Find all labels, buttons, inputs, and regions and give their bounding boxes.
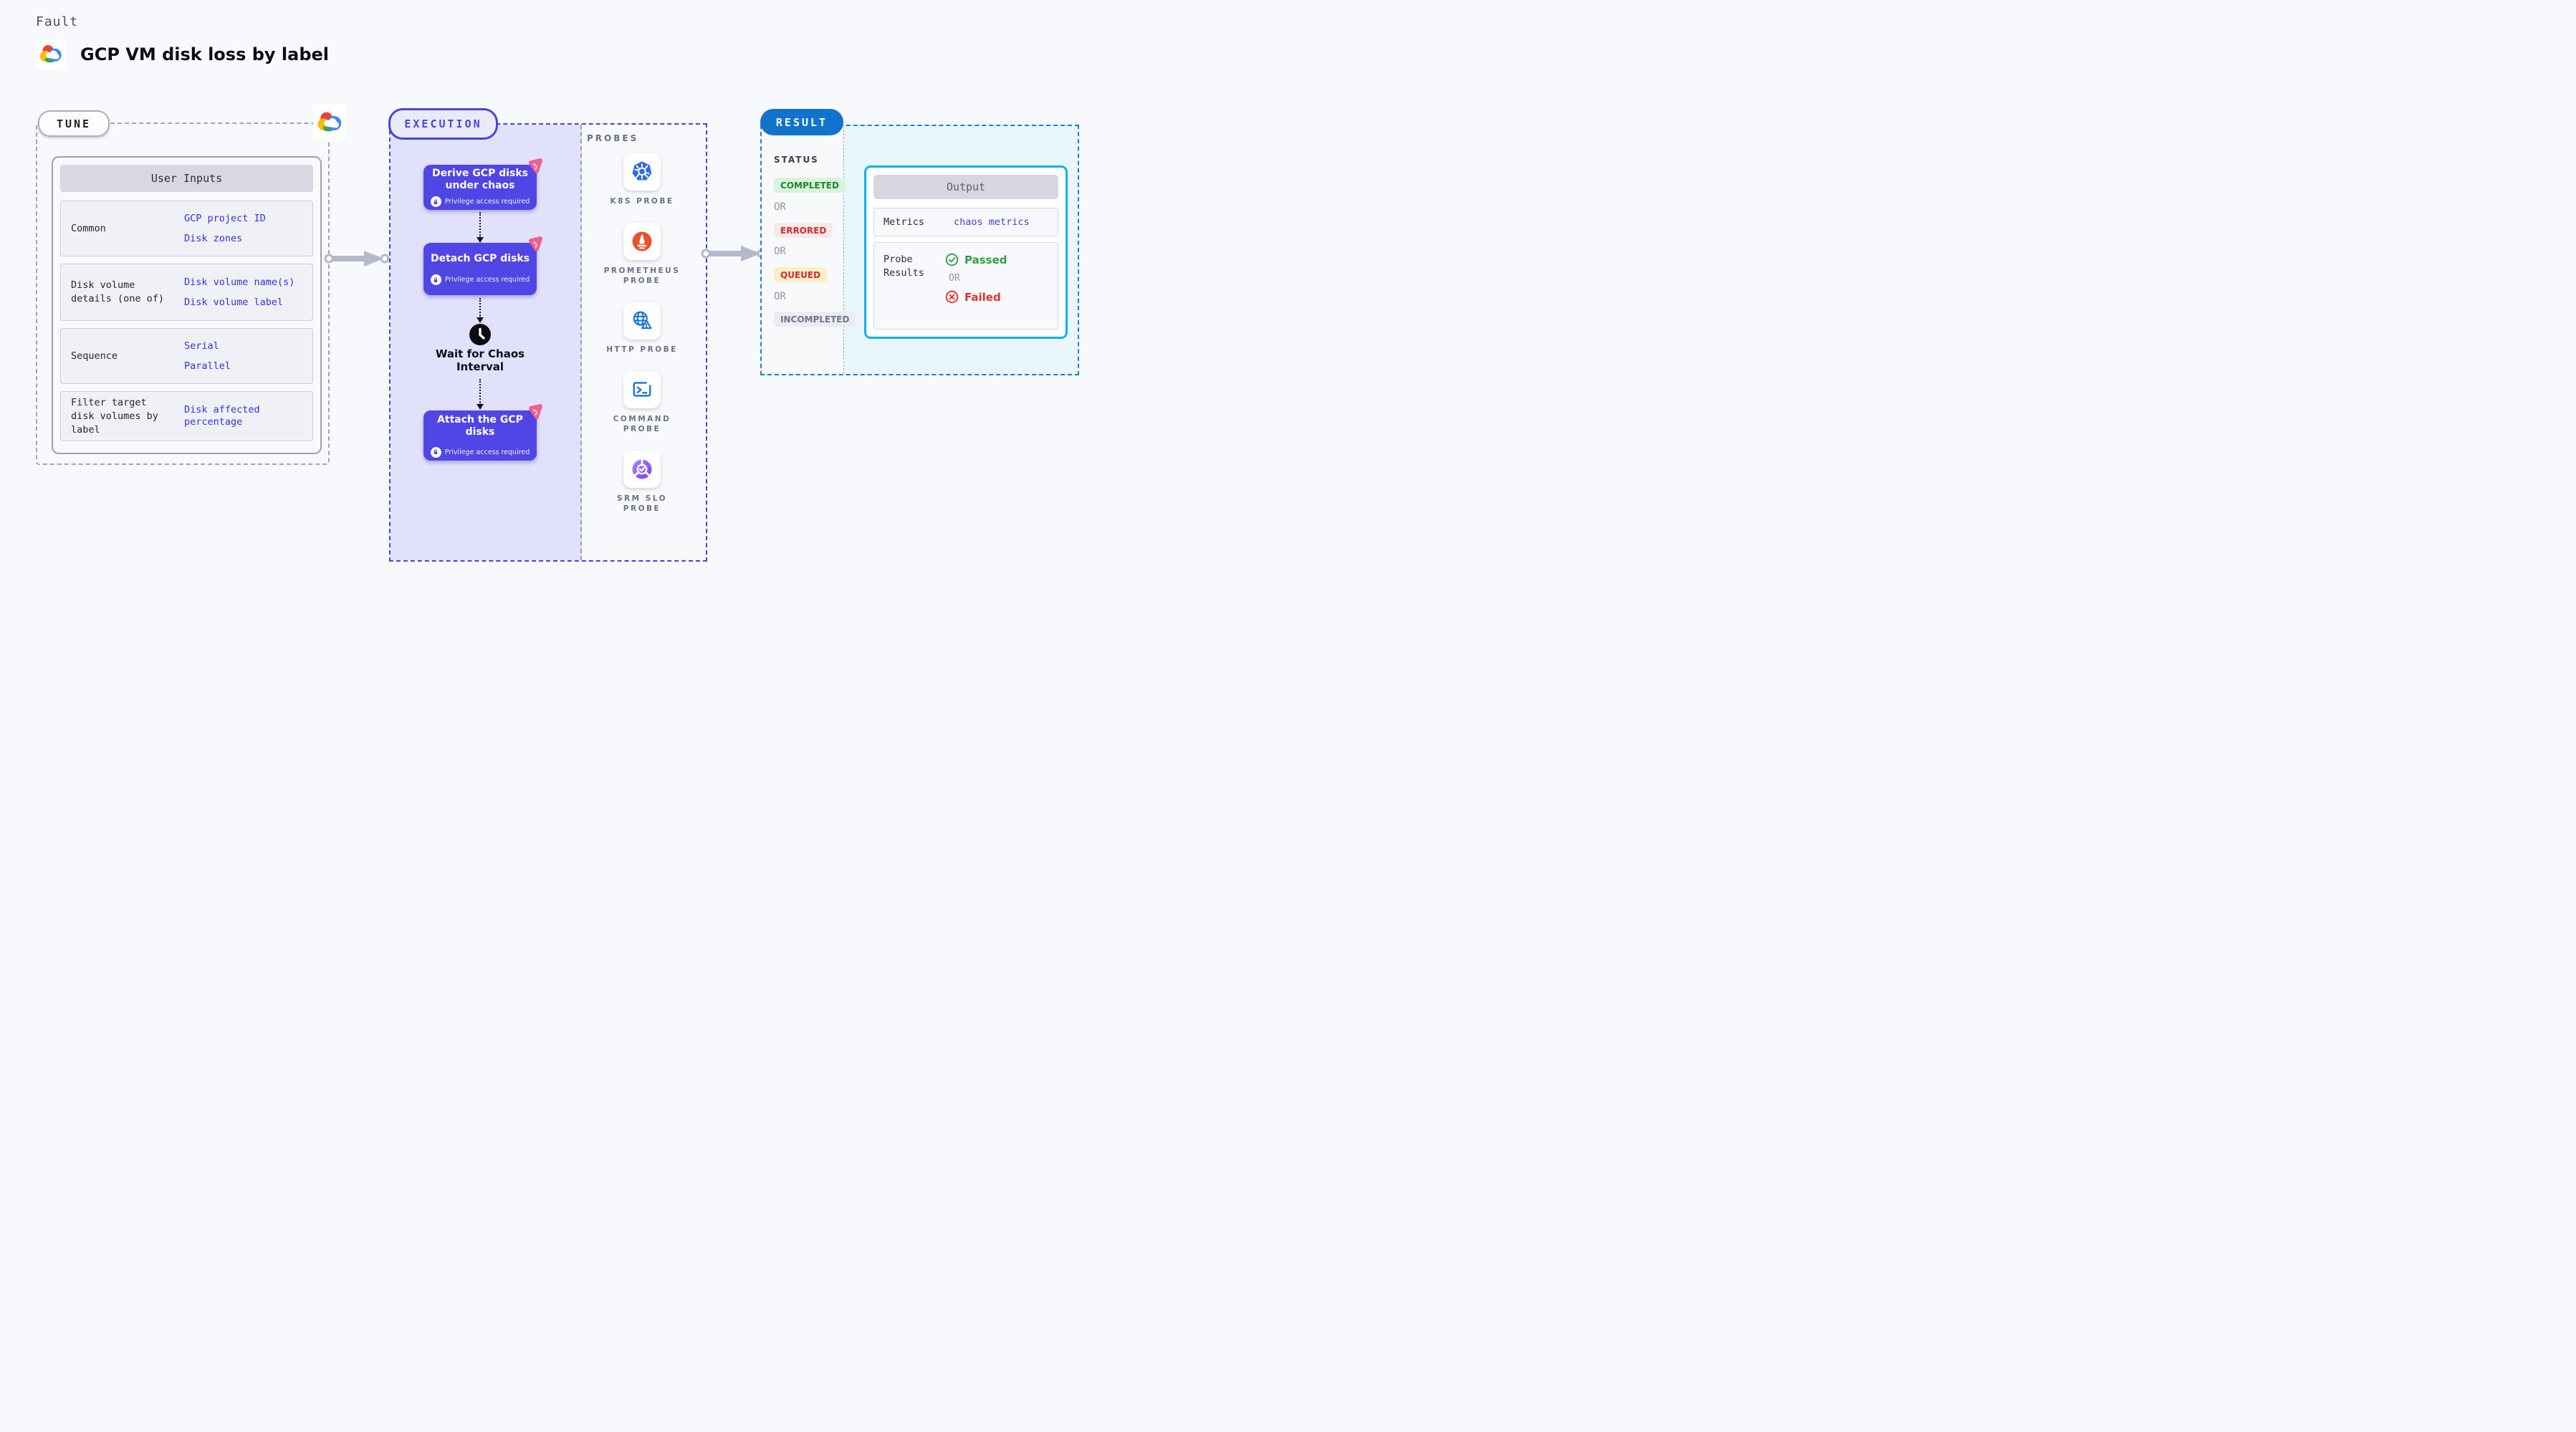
- flow-connector: [479, 212, 481, 238]
- chaos-experiment-icon: [527, 403, 544, 423]
- link-disk-affected-percentage[interactable]: Disk affected percentage: [184, 404, 260, 428]
- flow-connector-arrowhead: [477, 317, 484, 323]
- or-separator: OR: [774, 291, 786, 302]
- probe-result-passed: Passed: [945, 253, 1007, 266]
- lock-icon: [430, 446, 441, 458]
- step-derive-gcp-disks: Derive GCP disks under chaos Privilege a…: [423, 158, 542, 210]
- fault-kicker: Fault: [36, 14, 79, 29]
- privilege-text: Privilege access required: [444, 448, 530, 456]
- flow-connector-arrowhead: [477, 237, 484, 243]
- flow-connector: [479, 298, 481, 318]
- row-label: Disk volume details (one of): [71, 279, 165, 304]
- status-badge-errored: ERRORED: [774, 223, 833, 238]
- kubernetes-icon: [623, 153, 661, 191]
- passed-text: Passed: [964, 253, 1007, 266]
- lock-icon: [430, 196, 441, 207]
- privilege-text: Privilege access required: [444, 198, 530, 206]
- status-header: STATUS: [774, 155, 819, 165]
- link-serial[interactable]: Serial: [184, 340, 219, 352]
- result-badge: RESULT: [760, 109, 843, 135]
- probe-label-http: HTTP PROBE: [606, 345, 678, 354]
- link-disk-volume-names[interactable]: Disk volume name(s): [184, 276, 295, 288]
- table-row-filter-by-label: Filter target disk volumes by label Disk…: [60, 391, 313, 441]
- or-separator: OR: [949, 273, 960, 284]
- probe-label-k8s: K8S PROBE: [610, 197, 674, 206]
- probe-result-failed: Failed: [945, 290, 1007, 304]
- step-detach-gcp-disks: Detach GCP disks Privilege access requir…: [423, 236, 542, 295]
- prometheus-icon: [623, 223, 661, 260]
- status-badge-completed: COMPLETED: [774, 178, 846, 193]
- status-column: STATUS COMPLETED OR ERRORED OR QUEUED OR…: [762, 126, 856, 374]
- output-row-metrics: Metrics chaos metrics: [873, 208, 1058, 236]
- link-chaos-metrics[interactable]: chaos metrics: [954, 216, 1030, 228]
- flow-arrow-tune-to-execution: [324, 251, 390, 266]
- wait-for-chaos-interval-label: Wait for Chaos Interval: [435, 347, 525, 373]
- execution-badge: EXECUTION: [388, 108, 498, 140]
- gcp-cloud-corner-icon: [313, 105, 346, 140]
- flow-connector-arrowhead: [477, 404, 484, 410]
- row-label: Common: [71, 222, 106, 234]
- status-badge-queued: QUEUED: [774, 267, 828, 282]
- x-circle-icon: [945, 290, 959, 304]
- output-header: Output: [873, 175, 1058, 199]
- gcp-cloud-icon: [36, 39, 66, 69]
- privilege-text: Privilege access required: [444, 276, 530, 284]
- probe-label-prometheus: PROMETHEUS PROBE: [603, 266, 681, 285]
- link-disk-volume-label[interactable]: Disk volume label: [184, 296, 284, 308]
- step-label: Attach the GCP disks: [437, 413, 523, 438]
- table-row-sequence: Sequence Serial Parallel: [60, 328, 313, 384]
- link-disk-zones[interactable]: Disk zones: [184, 232, 243, 244]
- flow-connector: [479, 379, 481, 405]
- privilege-row: Privilege access required: [423, 274, 537, 285]
- privilege-row: Privilege access required: [423, 196, 537, 207]
- status-badge-incompleted: INCOMPLETED: [774, 312, 856, 327]
- tune-badge: TUNE: [38, 110, 110, 137]
- fault-diagram: Fault GCP VM disk loss by label TUNE Use…: [0, 0, 1124, 625]
- table-row-common: Common GCP project ID Disk zones: [60, 201, 313, 256]
- user-inputs-header: User Inputs: [60, 165, 313, 192]
- step-label: Derive GCP disks under chaos: [431, 168, 528, 191]
- page-title: GCP VM disk loss by label: [80, 44, 330, 64]
- or-separator: OR: [774, 201, 786, 213]
- table-row-disk-volume-details: Disk volume details (one of) Disk volume…: [60, 264, 313, 321]
- link-gcp-project-id[interactable]: GCP project ID: [184, 212, 266, 224]
- user-inputs-table: User Inputs Common GCP project ID Disk z…: [52, 156, 322, 454]
- probe-label-srm-slo: SRM SLO PROBE: [616, 494, 668, 513]
- privilege-row: Privilege access required: [423, 446, 537, 458]
- terminal-icon: [623, 371, 661, 408]
- probes-header: PROBES: [587, 133, 639, 143]
- failed-text: Failed: [964, 290, 1001, 304]
- or-separator: OR: [774, 246, 786, 257]
- clock-icon: [469, 323, 492, 349]
- page-title-row: GCP VM disk loss by label: [36, 39, 329, 69]
- probe-results-label: Probe Results: [884, 254, 924, 279]
- output-card: Output Metrics chaos metrics Probe Resul…: [864, 165, 1068, 339]
- link-parallel[interactable]: Parallel: [184, 360, 231, 372]
- srm-slo-icon: [623, 451, 661, 488]
- flow-arrow-execution-to-result: [701, 246, 767, 261]
- chaos-experiment-icon: [527, 158, 544, 178]
- step-attach-gcp-disks: Attach the GCP disks Privilege access re…: [423, 404, 542, 461]
- output-row-probe-results: Probe Results Passed OR Failed: [873, 242, 1058, 330]
- row-label: Sequence: [71, 350, 118, 362]
- tune-region: [36, 122, 330, 465]
- probe-label-command: COMMAND PROBE: [613, 415, 671, 433]
- execution-region: Derive GCP disks under chaos Privilege a…: [389, 123, 707, 562]
- chaos-experiment-icon: [527, 236, 544, 256]
- http-globe-warning-icon: [623, 302, 661, 340]
- row-label: Filter target disk volumes by label: [71, 396, 158, 436]
- metrics-label: Metrics: [884, 216, 924, 228]
- step-label: Detach GCP disks: [430, 253, 530, 264]
- lock-icon: [430, 274, 441, 285]
- check-circle-icon: [945, 253, 959, 266]
